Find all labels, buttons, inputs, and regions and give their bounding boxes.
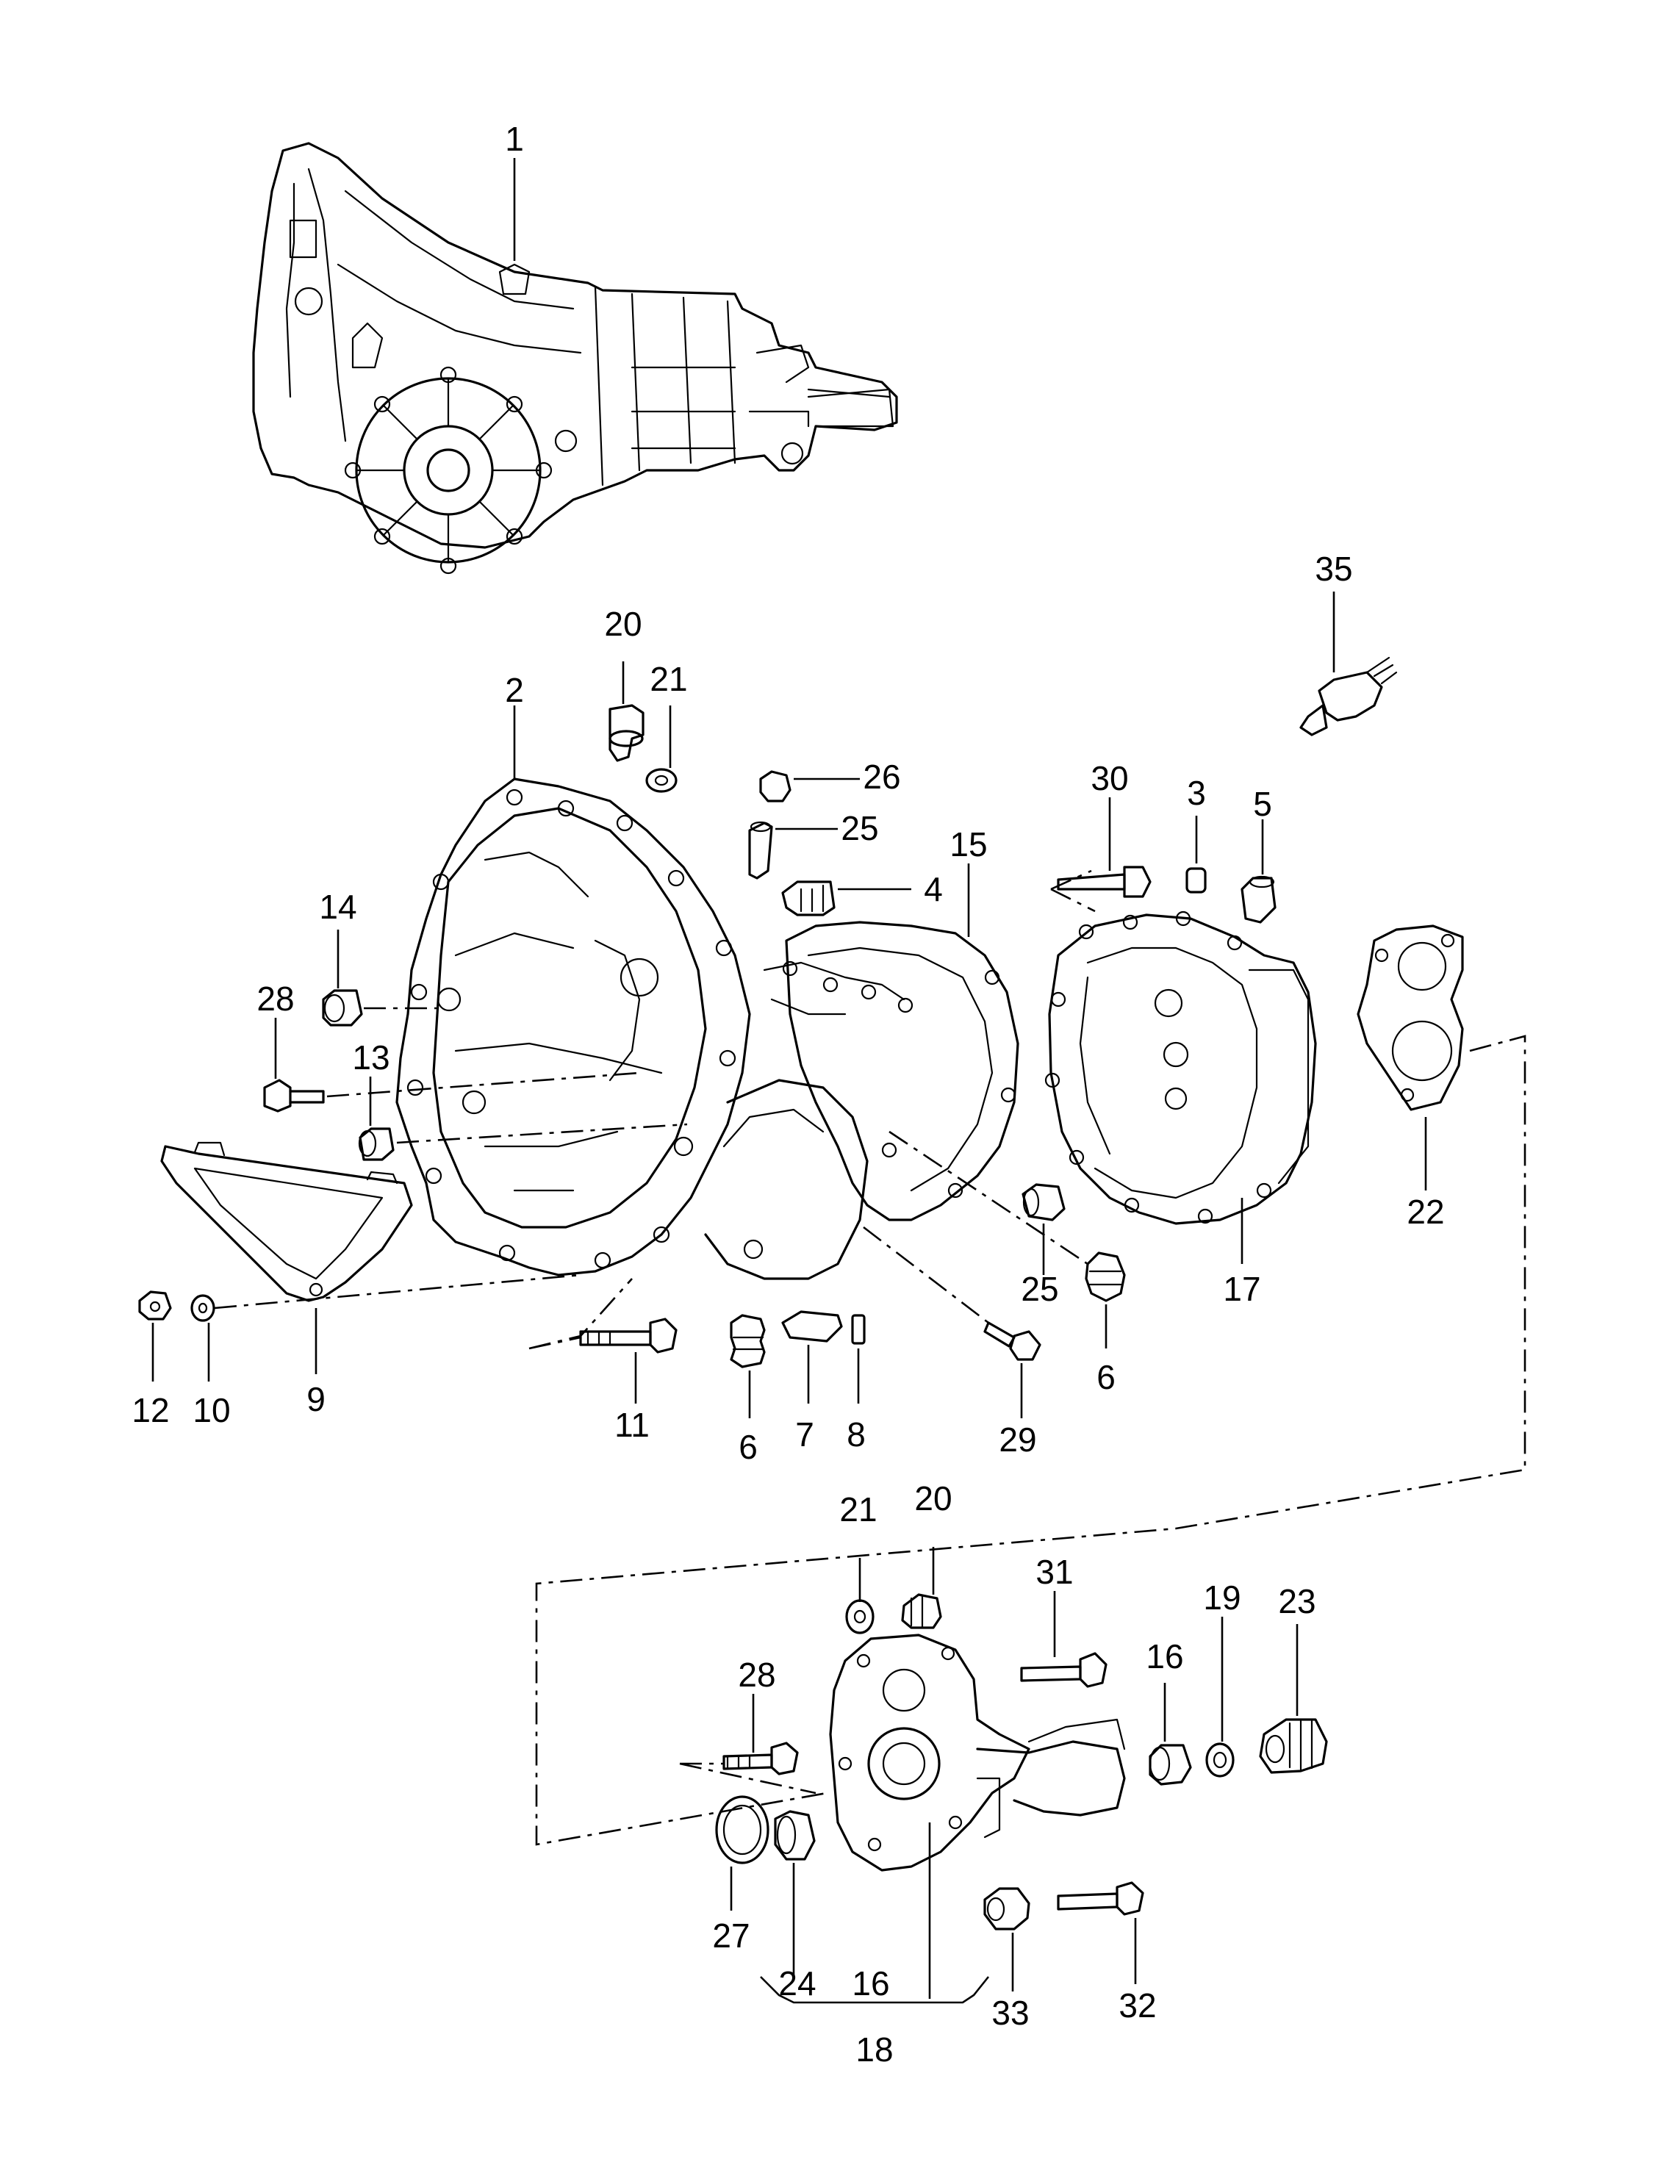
callout-18: 18 xyxy=(855,2030,893,2069)
switch-sender-drawing xyxy=(781,880,836,916)
transmission-assembly-drawing xyxy=(252,142,898,575)
callout-4: 4 xyxy=(924,870,943,908)
callout-30: 30 xyxy=(1091,759,1128,797)
bolt-32-drawing xyxy=(1057,1881,1144,1916)
callout-14: 14 xyxy=(319,888,356,926)
bearing-24-drawing xyxy=(774,1810,816,1861)
bolt-28-lower-drawing xyxy=(722,1742,799,1775)
bolt-30-drawing xyxy=(1057,866,1152,898)
callout-labels: 1 2 3 4 5 6 6 7 8 9 10 11 12 13 14 15 16… xyxy=(132,120,1444,2069)
bolt-11-drawing xyxy=(579,1318,678,1354)
rear-housing-drawing xyxy=(1044,910,1317,1225)
cover-plate-drawing xyxy=(160,1141,413,1302)
callout-24: 24 xyxy=(778,1964,816,2002)
callout-33: 33 xyxy=(991,1994,1029,2032)
bolt-28-lower-path xyxy=(679,1762,816,1795)
callout-7: 7 xyxy=(795,1415,814,1454)
bolt-31-drawing xyxy=(1020,1652,1108,1688)
buffer-23-drawing xyxy=(1259,1718,1328,1774)
sleeve-16-drawing xyxy=(1149,1744,1192,1786)
callout-16-sleeve: 16 xyxy=(1146,1637,1183,1675)
callout-9: 9 xyxy=(306,1380,326,1418)
pin-8-drawing xyxy=(851,1314,866,1345)
callout-31: 31 xyxy=(1035,1553,1073,1591)
sleeve-13-drawing xyxy=(358,1127,395,1161)
washer-10-drawing xyxy=(190,1294,215,1322)
callout-29: 29 xyxy=(999,1420,1036,1459)
callout-13: 13 xyxy=(352,1038,390,1077)
screw-plug-upper-drawing xyxy=(609,704,645,762)
gear-carrier-drawing xyxy=(763,921,1019,1221)
bolt-29-path xyxy=(863,1226,989,1324)
bolt-28-upper-path xyxy=(326,1071,640,1098)
buffer-6-path xyxy=(889,1130,1088,1265)
seal-ring-lower-drawing xyxy=(845,1599,875,1634)
ring-19-drawing xyxy=(1205,1742,1235,1778)
nut-12-drawing xyxy=(138,1290,172,1321)
buffer-6-lower-drawing xyxy=(730,1314,766,1368)
callout-21-lower: 21 xyxy=(839,1490,877,1529)
callout-1: 1 xyxy=(505,120,524,158)
callout-15: 15 xyxy=(950,825,987,863)
transmission-housing-drawing xyxy=(395,777,869,1280)
callout-10: 10 xyxy=(193,1391,230,1429)
buffer-6-upper-drawing xyxy=(1085,1251,1126,1302)
cover-plate-path xyxy=(214,1274,581,1310)
callout-22: 22 xyxy=(1407,1193,1444,1231)
callout-28-lower: 28 xyxy=(738,1656,775,1694)
sleeve-14-drawing xyxy=(322,989,363,1027)
callout-20-lower: 20 xyxy=(914,1479,952,1517)
callout-35: 35 xyxy=(1315,550,1352,588)
callout-5: 5 xyxy=(1253,785,1272,823)
bolt-28-upper-drawing xyxy=(263,1079,325,1113)
callout-3: 3 xyxy=(1187,774,1206,812)
callout-6-upper: 6 xyxy=(1096,1358,1116,1396)
callout-27: 27 xyxy=(712,1917,750,1955)
callout-2: 2 xyxy=(505,671,524,709)
callout-11: 11 xyxy=(614,1406,650,1444)
bush-5-drawing xyxy=(1241,875,1277,924)
callout-16-assembly: 16 xyxy=(852,1964,889,2002)
callout-20-upper: 20 xyxy=(604,605,642,643)
bolt-29-drawing xyxy=(983,1321,1041,1361)
callout-32: 32 xyxy=(1119,1986,1156,2025)
sleeve-13-path xyxy=(396,1123,688,1144)
bolt-30-path xyxy=(1050,869,1096,913)
dowel-sleeve-upper-drawing xyxy=(748,821,773,880)
callout-28-upper: 28 xyxy=(256,980,294,1018)
callout-23: 23 xyxy=(1278,1582,1315,1620)
cap-drawing xyxy=(759,770,791,802)
callout-12: 12 xyxy=(132,1391,169,1429)
callout-17: 17 xyxy=(1223,1270,1260,1308)
sleeve-3-drawing xyxy=(1185,867,1207,894)
callout-25-lower: 25 xyxy=(1021,1270,1058,1308)
bracket-18 xyxy=(760,1976,990,2004)
seal-27-drawing xyxy=(715,1795,769,1864)
rear-cover-assembly-drawing xyxy=(829,1634,1126,1872)
callout-25-upper: 25 xyxy=(841,809,878,847)
assembly-connector-line xyxy=(535,1035,1526,1846)
key-7-drawing xyxy=(781,1310,843,1343)
seal-ring-upper-drawing xyxy=(645,768,678,793)
callout-21-upper: 21 xyxy=(650,660,687,698)
gasket-drawing xyxy=(1357,924,1464,1111)
callout-26: 26 xyxy=(863,758,900,796)
buffer-33-drawing xyxy=(983,1887,1030,1930)
dowel-sleeve-lower-drawing xyxy=(1022,1183,1066,1221)
callout-19: 19 xyxy=(1203,1578,1241,1617)
screw-plug-lower-drawing xyxy=(901,1593,942,1629)
callout-6-lower: 6 xyxy=(739,1428,758,1466)
callout-8: 8 xyxy=(847,1415,866,1454)
reverse-light-switch-drawing xyxy=(1299,656,1398,736)
bolt-11-path xyxy=(528,1278,633,1350)
